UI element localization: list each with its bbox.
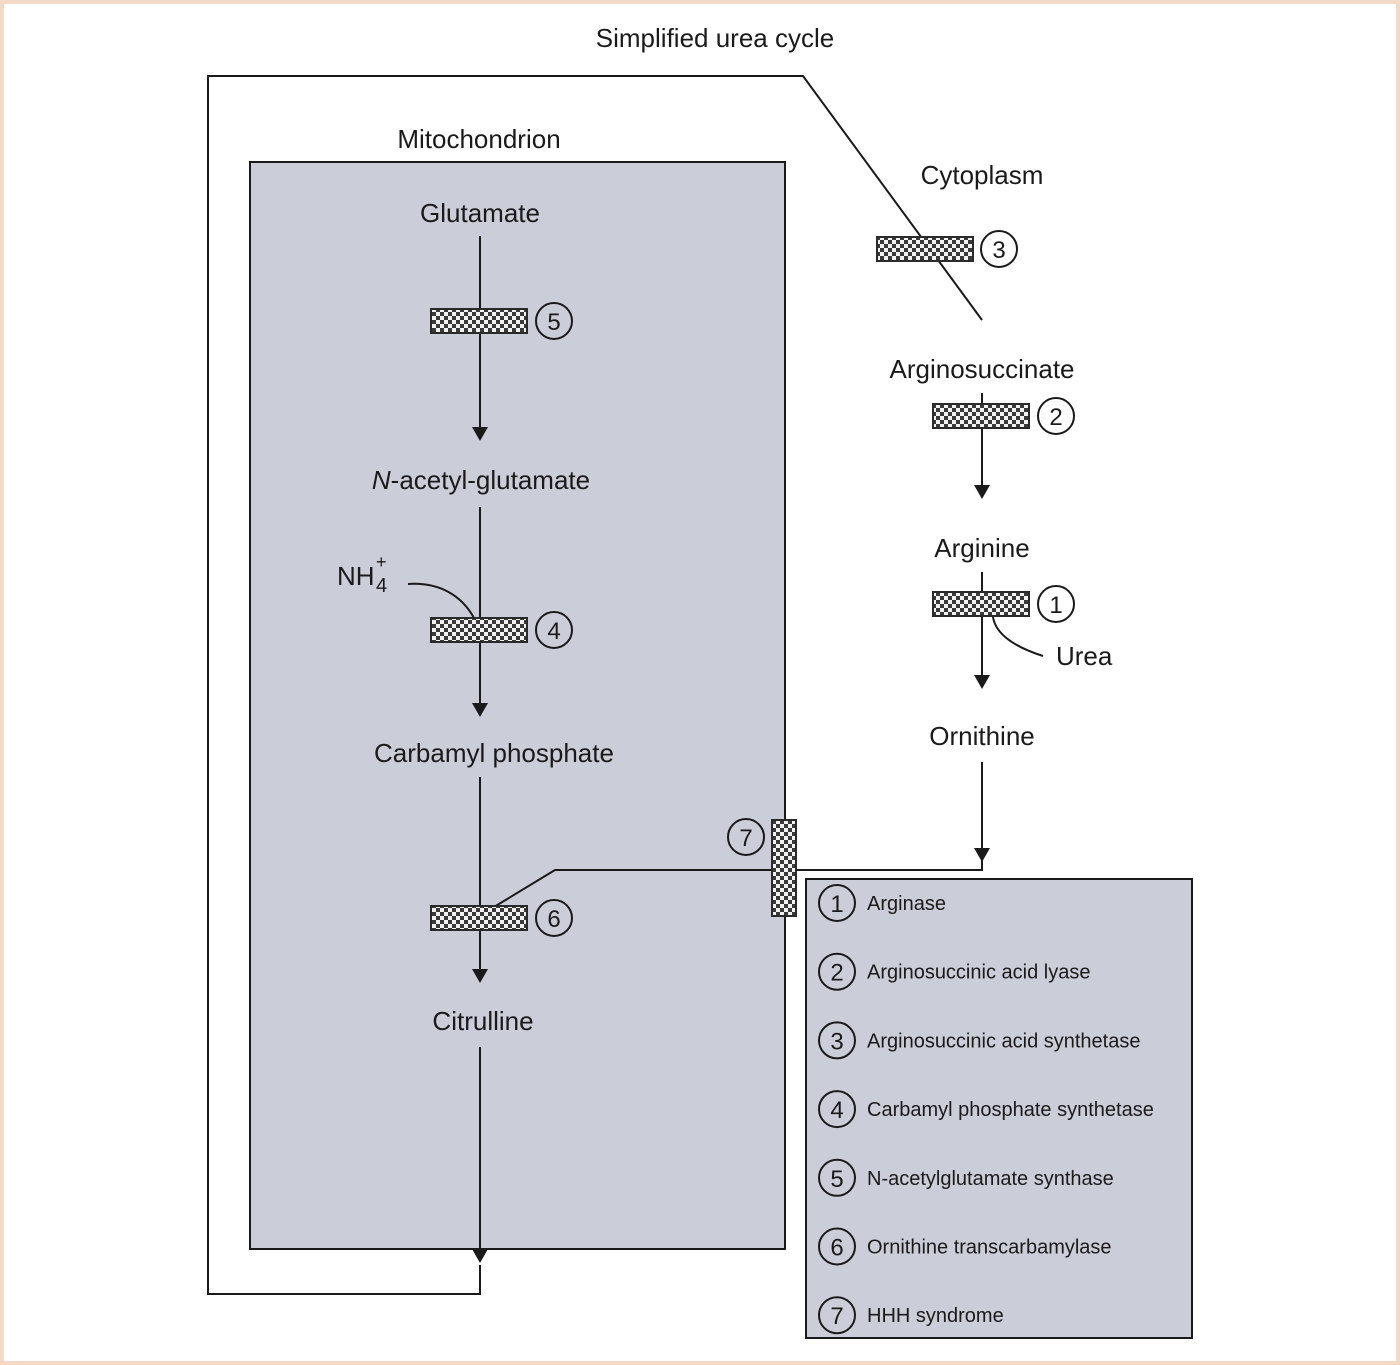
legend-label: HHH syndrome — [867, 1305, 1004, 1327]
legend-number: 2 — [830, 960, 843, 987]
legend-label: N-acetylglutamate synthase — [867, 1168, 1114, 1190]
nh4-input-line — [407, 582, 475, 619]
nh4-label: NH — [337, 561, 375, 591]
legend-item: 2 Arginosuccinic acid lyase — [818, 952, 1090, 991]
urea-output-line — [992, 616, 1044, 657]
legend-label: Arginosuccinic acid synthetase — [867, 1030, 1140, 1052]
legend-number: 6 — [830, 1235, 843, 1262]
svg-text:5: 5 — [547, 309, 560, 336]
svg-text:4: 4 — [547, 618, 560, 645]
metabolite-glutamate: Glutamate — [420, 198, 540, 228]
legend-items: 1 Arginase 2 Arginosuccinic acid lyase 3 Argi… — [818, 884, 1154, 1335]
legend-item: 1 Arginase — [818, 884, 946, 922]
arrowhead-icon — [472, 427, 488, 441]
legend-number-circle — [818, 1090, 856, 1129]
legend-item: 6 Ornithine transcarbamylase — [818, 1227, 1112, 1266]
svg-text:6: 6 — [547, 906, 560, 933]
legend-label: Carbamyl phosphate synthetase — [867, 1099, 1154, 1121]
cytoplasm-label: Cytoplasm — [921, 160, 1044, 190]
legend-item: 5 N-acetylglutamate synthase — [818, 1158, 1114, 1197]
legend-label: Ornithine transcarbamylase — [867, 1237, 1112, 1259]
arrowhead-icon — [472, 1249, 488, 1263]
enzyme-marker-7: 7 — [727, 818, 765, 856]
metabolite-n-acetyl-glutamate: N-acetyl-glutamate — [372, 465, 590, 495]
enzyme-marker-4: 4 — [535, 611, 573, 649]
enzyme-marker-5: 5 — [535, 302, 573, 340]
metabolite-ornithine: Ornithine — [929, 721, 1035, 751]
legend-number: 7 — [830, 1303, 843, 1330]
legend-number: 3 — [830, 1028, 843, 1055]
legend-label: Arginosuccinic acid lyase — [867, 962, 1090, 984]
svg-text:1: 1 — [1049, 592, 1062, 619]
arrowhead-icon — [974, 675, 990, 689]
metabolite-arginosuccinate: Arginosuccinate — [890, 354, 1075, 384]
cycle-loop-line — [207, 75, 983, 1295]
metabolite-urea: Urea — [1056, 641, 1113, 671]
legend-number: 4 — [830, 1097, 843, 1124]
legend-label: Arginase — [867, 893, 946, 915]
arrowhead-icon — [472, 703, 488, 717]
legend-number: 5 — [830, 1166, 843, 1193]
metabolite-citrulline: Citrulline — [432, 1006, 533, 1036]
legend-number-circle — [818, 1227, 856, 1266]
arrowhead-icon — [472, 969, 488, 983]
enzyme-block-2 — [932, 403, 1030, 429]
enzyme-legend — [805, 878, 1193, 1339]
enzyme-block-6 — [430, 905, 528, 931]
diagram-title: Simplified urea cycle — [596, 23, 834, 53]
nh4-subscript: 4 — [376, 575, 387, 597]
legend-number-circle — [818, 1158, 856, 1197]
svg-text:7: 7 — [739, 825, 752, 852]
enzyme-marker-2: 2 — [1037, 397, 1075, 435]
legend-item: 7 HHH syndrome — [818, 1296, 1004, 1335]
enzyme-block-3 — [876, 236, 974, 262]
legend-number-circle — [818, 1021, 856, 1060]
enzyme-block-1 — [932, 591, 1030, 617]
enzyme-marker-6: 6 — [535, 899, 573, 937]
arrowhead-icon — [974, 485, 990, 499]
enzyme-marker-1: 1 — [1037, 585, 1075, 623]
legend-number-circle — [818, 952, 856, 991]
arrowhead-icon — [974, 848, 990, 862]
ornithine-transport-line — [493, 762, 983, 908]
enzyme-block-5 — [430, 308, 528, 334]
legend-number-circle — [818, 1296, 856, 1335]
mitochondrion-label: Mitochondrion — [397, 124, 560, 154]
legend-number-circle — [818, 884, 856, 922]
legend-number: 1 — [830, 891, 843, 918]
legend-item: 3 Arginosuccinic acid synthetase — [818, 1021, 1140, 1060]
enzyme-block-4 — [430, 617, 528, 643]
nh4-superscript: + — [376, 552, 387, 572]
metabolite-arginine: Arginine — [934, 533, 1029, 563]
transporter-block-7 — [771, 819, 797, 917]
metabolite-carbamyl-phosphate: Carbamyl phosphate — [374, 738, 614, 768]
legend-item: 4 Carbamyl phosphate synthetase — [818, 1090, 1154, 1129]
svg-text:2: 2 — [1049, 404, 1062, 431]
svg-text:3: 3 — [992, 237, 1005, 264]
mitochondrion-compartment — [249, 161, 786, 1250]
enzyme-marker-3: 3 — [980, 230, 1018, 268]
